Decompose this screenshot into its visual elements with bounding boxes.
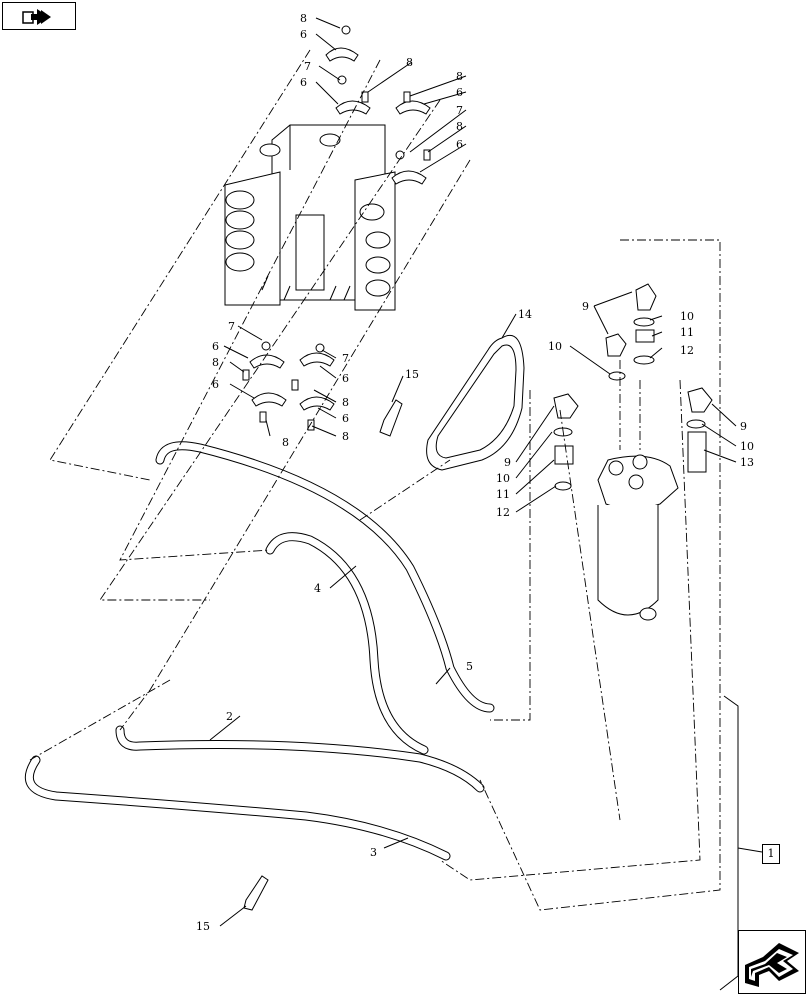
callout-6: 6 (212, 378, 219, 391)
callout-13: 13 (740, 456, 754, 469)
callout-9: 9 (582, 300, 589, 313)
callout-10: 10 (740, 440, 754, 453)
callout-7: 7 (228, 320, 235, 333)
callout-8: 8 (282, 436, 289, 449)
hose-5 (155, 441, 495, 713)
callout-6: 6 (300, 28, 307, 41)
hose-3 (24, 755, 451, 861)
clamp-hardware-top (325, 25, 431, 185)
callout-15: 15 (405, 368, 419, 381)
callout-8: 8 (342, 430, 349, 443)
callout-6: 6 (342, 372, 349, 385)
callout-11: 11 (496, 488, 510, 501)
callout-labels: 8 6 7 6 8 8 6 7 8 6 7 6 8 6 8 7 6 8 6 8 … (196, 12, 754, 933)
callout-8: 8 (212, 356, 219, 369)
callout-6: 6 (342, 412, 349, 425)
callout-8: 8 (456, 70, 463, 83)
hose-4 (265, 532, 429, 755)
callout-6: 6 (456, 86, 463, 99)
callout-7: 7 (456, 104, 463, 117)
previous-page-icon (22, 9, 51, 25)
reference-box-1: 1 (762, 844, 780, 864)
callout-12: 12 (680, 344, 694, 357)
clamp-hardware-lower (242, 341, 335, 431)
control-valve-block (224, 124, 396, 311)
callout-5: 5 (466, 660, 473, 673)
fittings (553, 283, 713, 491)
callout-10: 10 (680, 310, 694, 323)
gasket-15-lower (243, 875, 269, 911)
callout-8: 8 (456, 120, 463, 133)
callout-10: 10 (496, 472, 510, 485)
callout-7: 7 (342, 352, 349, 365)
gasket-15-upper (379, 399, 403, 437)
callout-2: 2 (226, 710, 233, 723)
callout-10: 10 (548, 340, 562, 353)
callout-7: 7 (304, 60, 311, 73)
callout-14: 14 (518, 308, 532, 321)
callout-9: 9 (740, 420, 747, 433)
previous-page-button[interactable] (2, 2, 76, 30)
seal-ring-14 (426, 334, 525, 471)
callout-8: 8 (406, 56, 413, 69)
callout-6: 6 (300, 76, 307, 89)
callout-3: 3 (370, 846, 377, 859)
callout-4: 4 (314, 582, 321, 595)
callout-6: 6 (456, 138, 463, 151)
callout-12: 12 (496, 506, 510, 519)
callout-8: 8 (300, 12, 307, 25)
callout-8: 8 (342, 396, 349, 409)
filter-assembly (597, 454, 679, 621)
callout-11: 11 (680, 326, 694, 339)
callout-15: 15 (196, 920, 210, 933)
routing-lines (29, 49, 721, 911)
leader-lines (209, 17, 763, 991)
hose-2 (115, 725, 485, 793)
next-page-icon (745, 943, 799, 987)
callout-9: 9 (504, 456, 511, 469)
callout-6: 6 (212, 340, 219, 353)
